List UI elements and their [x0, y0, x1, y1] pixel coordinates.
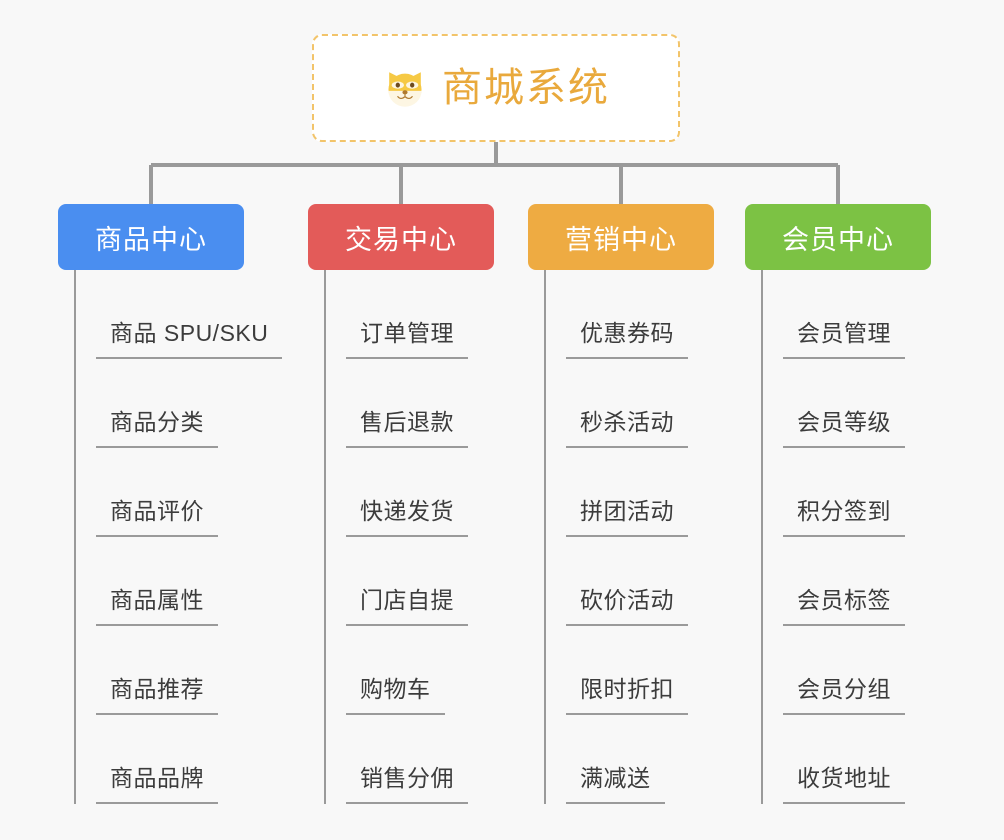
- category-label: 会员中心: [782, 224, 894, 255]
- category-columns: 商品中心 商品 SPU/SKU 商品分类 商品评价 商品属性 商品推荐 商品品牌…: [0, 204, 1004, 840]
- leaf-label: 商品分类: [96, 411, 218, 448]
- leaf-item[interactable]: 满减送: [544, 715, 688, 804]
- leaf-list-0: 商品 SPU/SKU 商品分类 商品评价 商品属性 商品推荐 商品品牌: [74, 270, 283, 804]
- leaf-list-3: 会员管理 会员等级 积分签到 会员标签 会员分组 收货地址: [761, 270, 905, 804]
- leaf-item[interactable]: 商品属性: [74, 537, 282, 626]
- leaf-item[interactable]: 会员等级: [761, 359, 905, 448]
- leaf-label: 会员分组: [783, 678, 905, 715]
- leaf-item[interactable]: 收货地址: [761, 715, 905, 804]
- leaf-item[interactable]: 优惠券码: [544, 270, 688, 359]
- root-node[interactable]: 商城系统: [312, 34, 680, 142]
- leaf-label: 售后退款: [346, 411, 468, 448]
- leaf-item[interactable]: 商品分类: [74, 359, 282, 448]
- category-header-1[interactable]: 交易中心: [308, 204, 494, 270]
- leaf-label: 收货地址: [783, 767, 905, 804]
- leaf-label: 购物车: [346, 678, 445, 715]
- leaf-item[interactable]: 会员标签: [761, 537, 905, 626]
- dog-face-icon: [388, 72, 422, 107]
- leaf-item[interactable]: 商品品牌: [74, 715, 282, 804]
- leaf-item[interactable]: 拼团活动: [544, 448, 688, 537]
- leaf-label: 满减送: [566, 767, 665, 804]
- leaf-label: 拼团活动: [566, 500, 688, 537]
- leaf-label: 商品推荐: [96, 678, 218, 715]
- leaf-item[interactable]: 会员分组: [761, 626, 905, 715]
- leaf-item[interactable]: 购物车: [324, 626, 468, 715]
- leaf-label: 门店自提: [346, 589, 468, 626]
- leaf-label: 快递发货: [346, 500, 468, 537]
- leaf-list-2: 优惠券码 秒杀活动 拼团活动 砍价活动 限时折扣 满减送: [544, 270, 688, 804]
- leaf-item[interactable]: 会员管理: [761, 270, 905, 359]
- leaf-item[interactable]: 秒杀活动: [544, 359, 688, 448]
- leaf-item[interactable]: 订单管理: [324, 270, 468, 359]
- leaf-label: 商品 SPU/SKU: [96, 322, 283, 359]
- leaf-label: 限时折扣: [566, 678, 688, 715]
- leaf-label: 积分签到: [783, 500, 905, 537]
- leaf-label: 秒杀活动: [566, 411, 688, 448]
- leaf-label: 销售分佣: [346, 767, 468, 804]
- leaf-label: 会员管理: [783, 322, 905, 359]
- leaf-item[interactable]: 快递发货: [324, 448, 468, 537]
- leaf-item[interactable]: 砍价活动: [544, 537, 688, 626]
- leaf-list-1: 订单管理 售后退款 快递发货 门店自提 购物车 销售分佣: [324, 270, 468, 804]
- leaf-label: 优惠券码: [566, 322, 688, 359]
- leaf-label: 商品属性: [96, 589, 218, 626]
- leaf-label: 商品品牌: [96, 767, 218, 804]
- leaf-item[interactable]: 销售分佣: [324, 715, 468, 804]
- category-label: 交易中心: [345, 224, 457, 255]
- category-label: 商品中心: [95, 224, 207, 255]
- leaf-label: 会员标签: [783, 589, 905, 626]
- leaf-label: 会员等级: [783, 411, 905, 448]
- leaf-item[interactable]: 积分签到: [761, 448, 905, 537]
- root-title: 商城系统: [442, 66, 610, 110]
- leaf-item[interactable]: 商品 SPU/SKU: [74, 270, 283, 359]
- category-header-0[interactable]: 商品中心: [58, 204, 244, 270]
- leaf-item[interactable]: 商品评价: [74, 448, 282, 537]
- leaf-item[interactable]: 门店自提: [324, 537, 468, 626]
- category-header-2[interactable]: 营销中心: [528, 204, 714, 270]
- leaf-item[interactable]: 商品推荐: [74, 626, 282, 715]
- category-header-3[interactable]: 会员中心: [745, 204, 931, 270]
- leaf-item[interactable]: 售后退款: [324, 359, 468, 448]
- leaf-item[interactable]: 限时折扣: [544, 626, 688, 715]
- leaf-label: 砍价活动: [566, 589, 688, 626]
- leaf-label: 商品评价: [96, 500, 218, 537]
- category-label: 营销中心: [565, 224, 677, 255]
- leaf-label: 订单管理: [346, 322, 468, 359]
